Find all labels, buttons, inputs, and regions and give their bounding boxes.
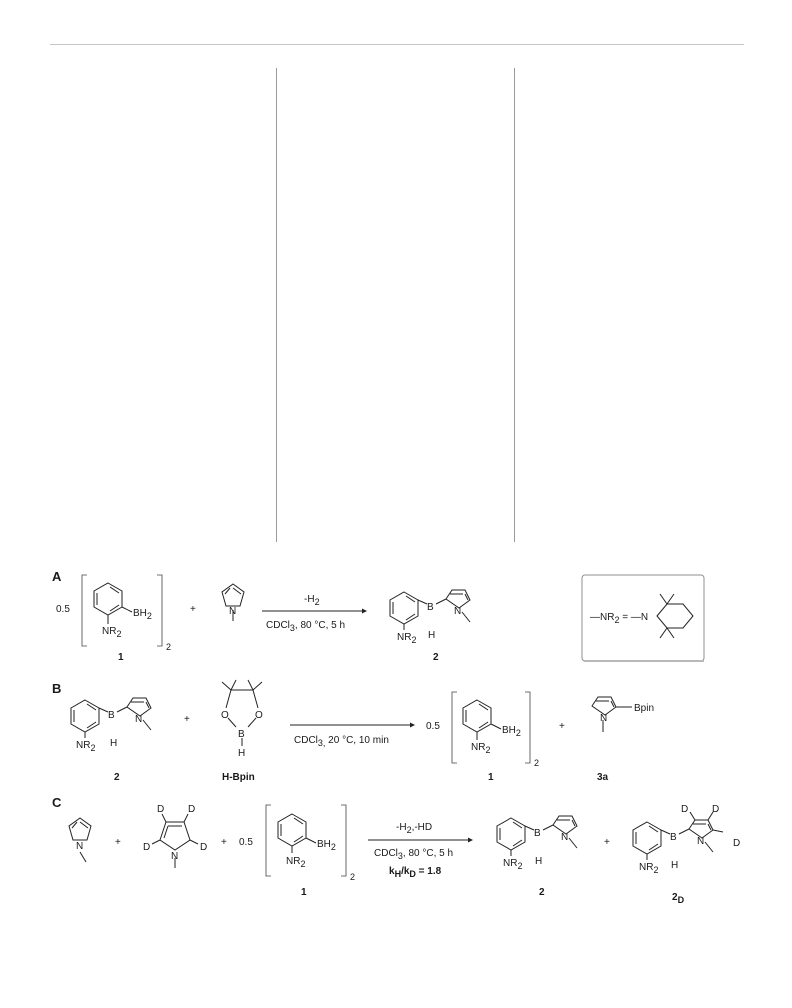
- scheme-a-reactant-number: 1: [118, 652, 124, 663]
- scheme-b-bracket-right: [525, 691, 531, 764]
- scheme-a-conditions: CDCl3, 80 °C, 5 h: [266, 620, 345, 633]
- scheme-a-bracket-left: [81, 574, 87, 647]
- scheme-c-product2-number: 2D: [672, 892, 685, 905]
- scheme-a-product-n: N: [454, 606, 461, 617]
- panel-a-label: A: [52, 569, 62, 584]
- scheme-b-reactant-b: B: [108, 710, 115, 721]
- scheme-c-bracket-left: [265, 804, 271, 877]
- scheme-b-product2-number: 3a: [597, 772, 609, 783]
- scheme-a-pyrrole: [221, 583, 245, 621]
- scheme-a-arrowhead: [362, 608, 367, 614]
- scheme-b-arrowhead: [410, 722, 415, 728]
- scheme-c-plus-1: +: [115, 837, 121, 848]
- scheme-b-bracket-index: 2: [534, 758, 539, 768]
- scheme-b-coefficient: 0.5: [426, 721, 440, 732]
- scheme-b-plus-1: +: [184, 714, 190, 725]
- scheme-c-product2-d-right: D: [733, 838, 740, 849]
- scheme-c-reagent-benzene: [277, 813, 317, 853]
- nr2-definition-left: —NR2 = —N: [590, 612, 648, 625]
- scheme-b-reactant-n: N: [135, 714, 142, 725]
- scheme-c-product1-nr2: NR2: [503, 858, 522, 871]
- scheme-c-bh2: BH2: [317, 839, 336, 852]
- scheme-a-arrow-above: -H2: [304, 594, 320, 607]
- scheme-c-product1-structure: [496, 815, 578, 856]
- scheme-b-product1-nr2: NR2: [471, 742, 490, 755]
- scheme-c-product1-n: N: [561, 832, 568, 843]
- scheme-b-reactant-structure: [70, 697, 152, 738]
- scheme-c-product2-structure: [632, 811, 724, 860]
- panel-b-label: B: [52, 681, 61, 696]
- panel-c: C N + D D D D N + 0.5 2: [52, 795, 740, 905]
- column-divider-right: [514, 68, 515, 542]
- panel-c-label: C: [52, 795, 62, 810]
- scheme-a-product-nr2: NR2: [397, 632, 416, 645]
- scheme-a-product-structure: [389, 589, 471, 630]
- scheme-c-pyrrole-n: N: [76, 841, 83, 852]
- scheme-b-reactant-number: 2: [114, 772, 120, 783]
- scheme-c-dpyrrole-n: N: [171, 851, 178, 862]
- page-top-rule: [50, 44, 744, 45]
- scheme-b-conditions: CDCl3, 20 °C, 10 min: [294, 735, 389, 748]
- column-divider-left: [276, 68, 277, 542]
- scheme-c-kie: kH/kD = 1.8: [389, 866, 442, 879]
- scheme-c-product2-nr2: NR2: [639, 862, 658, 875]
- scheme-c-d-right: D: [200, 842, 207, 853]
- scheme-c-product2-n: N: [697, 836, 704, 847]
- panel-b: B B H N NR2 2 +: [52, 679, 654, 783]
- scheme-c-coefficient: 0.5: [239, 837, 253, 848]
- scheme-c-product2-d-top: D: [712, 804, 719, 815]
- scheme-b-product2-n: N: [600, 713, 607, 724]
- scheme-c-conditions: CDCl3, 80 °C, 5 h: [374, 848, 453, 861]
- scheme-c-d-left: D: [143, 842, 150, 853]
- scheme-a-bracket-index: 2: [166, 642, 171, 652]
- scheme-a-bh2-label: BH2: [133, 608, 152, 621]
- scheme-b-product1-benzene: [462, 699, 502, 740]
- scheme-c-reagent-number: 1: [301, 887, 307, 898]
- scheme-c-plus-3: +: [604, 837, 610, 848]
- scheme-c-plus-2: +: [221, 837, 227, 848]
- scheme-c-product1-number: 2: [539, 887, 545, 898]
- scheme-a-nr2-label: NR2: [102, 626, 121, 639]
- scheme-c-product2-b: B: [670, 832, 677, 843]
- scheme-b-product1-bh2: BH2: [502, 725, 521, 738]
- scheme-c-arrowhead: [468, 837, 473, 843]
- hbpin-h: H: [238, 748, 245, 759]
- scheme-b-reactant-nr2: NR2: [76, 740, 95, 753]
- hbpin-b: B: [238, 729, 245, 740]
- scheme-a-product-number: 2: [433, 652, 439, 663]
- scheme-a-reactant-benzene: [93, 582, 133, 624]
- hbpin-o-left: O: [221, 710, 229, 721]
- panel-a: A 0.5 2 BH2 NR2 1 + N -H2 CDCl3, 8: [52, 569, 705, 663]
- scheme-a-bracket-right: [157, 574, 163, 647]
- scheme-c-product1-h: H: [535, 856, 542, 867]
- hbpin-o-right: O: [255, 710, 263, 721]
- scheme-a-coefficient: 0.5: [56, 604, 70, 615]
- scheme-b-plus-2: +: [559, 721, 565, 732]
- tetramethylpiperidine-structure: [656, 593, 694, 639]
- hbpin-label: H-Bpin: [222, 772, 255, 783]
- scheme-c-nr2: NR2: [286, 856, 305, 869]
- scheme-b-product1-number: 1: [488, 772, 494, 783]
- scheme-a-product-b: B: [427, 602, 434, 613]
- scheme-c-d-top-right: D: [188, 804, 195, 815]
- scheme-c-d-top-left: D: [157, 804, 164, 815]
- scheme-c-bracket-index: 2: [350, 872, 355, 882]
- scheme-c-product2-h: H: [671, 860, 678, 871]
- scheme-b-reactant-h: H: [110, 738, 117, 749]
- scheme-b-bracket-left: [451, 691, 457, 764]
- scheme-c-arrow-above: -H2,-HD: [396, 822, 432, 835]
- scheme-c-product2-d-left: D: [681, 804, 688, 815]
- scheme-a-pyrrole-n: N: [229, 606, 236, 617]
- scheme-b-product2-bpin: Bpin: [634, 703, 654, 714]
- scheme-a-product-h: H: [428, 630, 435, 641]
- scheme-c-bracket-right: [341, 804, 347, 877]
- scheme-c-pyrrole: [68, 817, 92, 863]
- scheme-b-product2-pyrrole: [591, 696, 632, 732]
- scheme-a-plus: +: [190, 604, 196, 615]
- scheme-c-deuterated-pyrrole: [151, 813, 199, 868]
- scheme-c-product1-b: B: [534, 828, 541, 839]
- hbpin-structure: [221, 679, 263, 746]
